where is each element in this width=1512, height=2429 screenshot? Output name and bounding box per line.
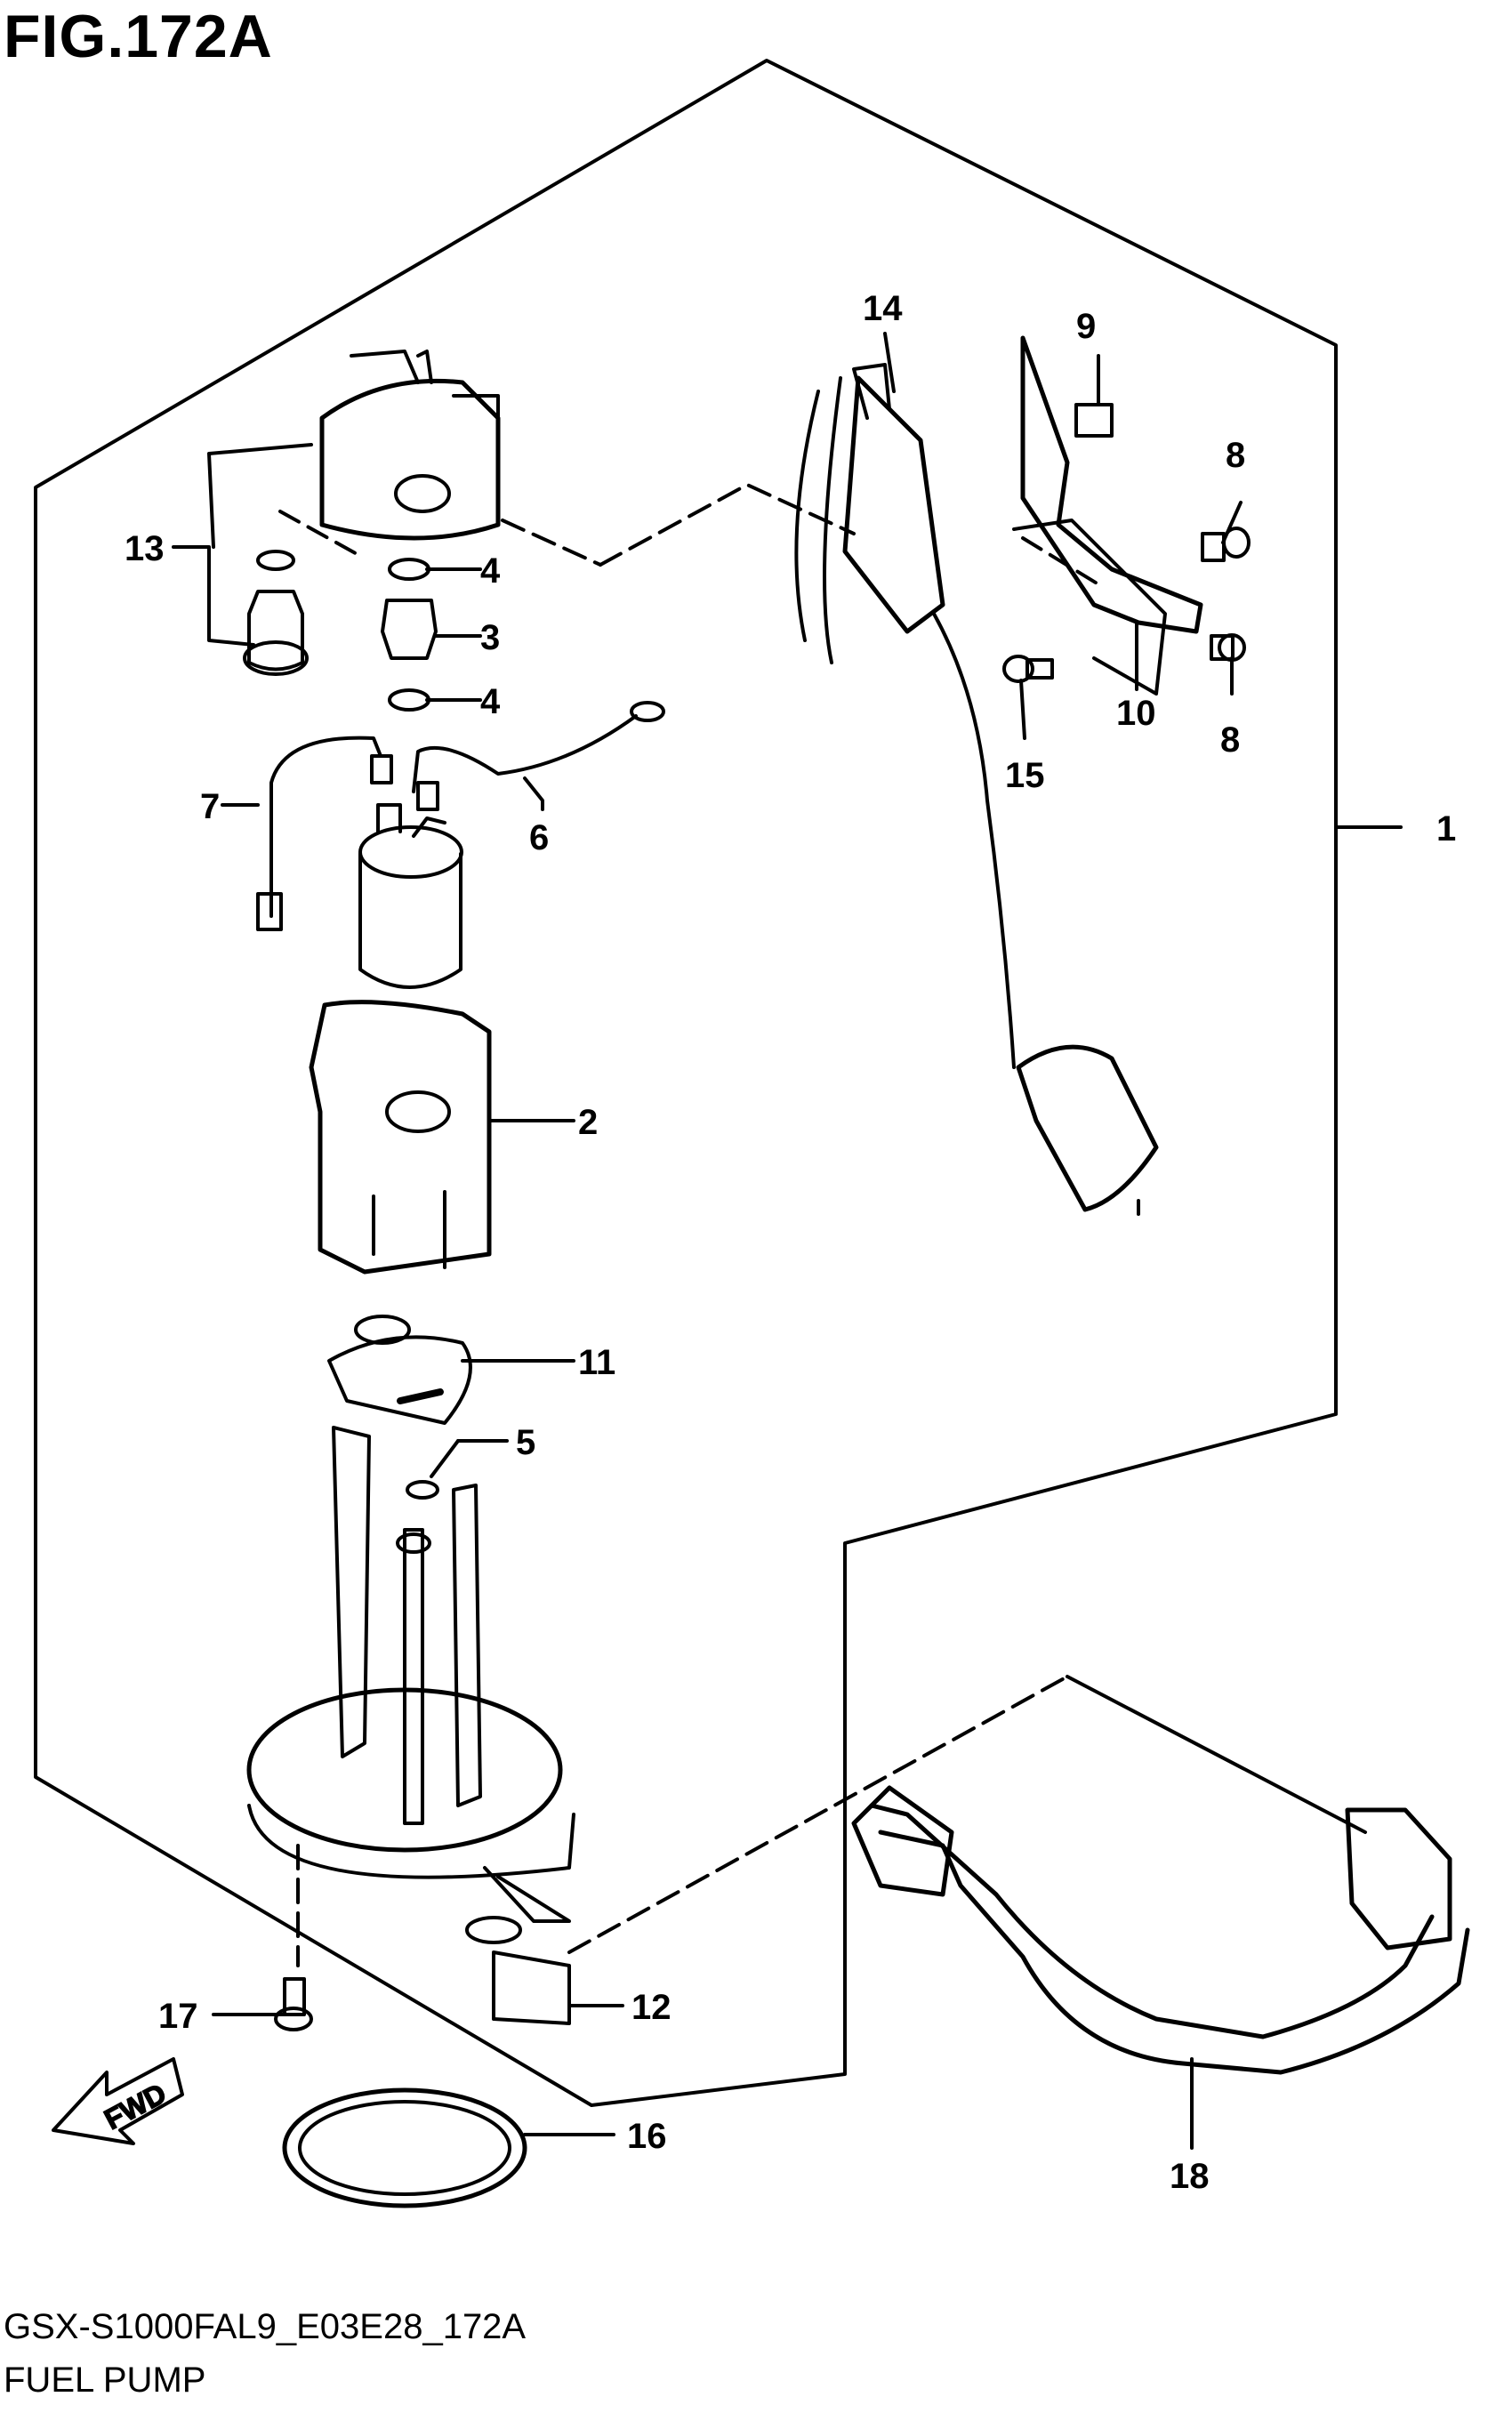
callout-5: 5	[516, 1423, 535, 1462]
callout-9: 9	[1076, 307, 1096, 346]
callout-17: 17	[158, 1997, 198, 2036]
callout-8-lower: 8	[1220, 720, 1240, 760]
callout-14: 14	[863, 289, 903, 328]
pump-base	[246, 1426, 575, 1944]
fwd-arrow	[52, 2057, 184, 2145]
wire-harness	[256, 701, 665, 931]
callout-4-lower: 4	[480, 682, 501, 721]
fuel-hose-18	[851, 1785, 1470, 2075]
callout-13: 13	[125, 529, 165, 568]
callout-18: 18	[1170, 2157, 1210, 2196]
fwd-label: FWD	[99, 2077, 171, 2135]
filter-element	[327, 1315, 472, 1425]
bracket-10	[1012, 335, 1203, 696]
part-12	[492, 1950, 571, 2025]
figure-name: FUEL PUMP	[4, 2361, 206, 2400]
callout-16: 16	[627, 2117, 667, 2156]
pump-cap	[319, 350, 501, 541]
callout-2: 2	[578, 1103, 598, 1142]
fuel-pump-motor	[358, 803, 463, 989]
callout-10: 10	[1116, 694, 1156, 733]
connector-cap-to-sender	[501, 519, 602, 567]
callout-8-upper: 8	[1226, 436, 1245, 475]
o-ring-5	[406, 1480, 439, 1500]
callout-12: 12	[631, 1988, 672, 2027]
callout-6: 6	[529, 818, 549, 857]
bolt-17	[274, 1977, 313, 2031]
screw-8-lower	[1210, 633, 1246, 662]
fuel-level-sender	[794, 363, 1159, 1216]
screw-15	[1002, 655, 1054, 683]
callout-15: 15	[1005, 756, 1045, 795]
figure-code: GSX-S1000FAL9_E03E28_172A	[4, 2307, 527, 2346]
seal-ring-16	[282, 2087, 527, 2208]
callout-7: 7	[200, 787, 220, 826]
callout-11: 11	[578, 1343, 615, 1382]
assembly-outline	[34, 59, 1338, 2107]
part-3-valve	[381, 558, 438, 712]
callout-3: 3	[480, 618, 500, 657]
figure-title: FIG.172A	[4, 3, 273, 70]
connector-pump-to-hose	[567, 1675, 1069, 1954]
callout-4-upper: 4	[480, 551, 501, 591]
clip-9	[1074, 403, 1114, 438]
regulator	[243, 510, 362, 676]
callout-1: 1	[1436, 809, 1456, 849]
filter-housing	[309, 1000, 492, 1275]
